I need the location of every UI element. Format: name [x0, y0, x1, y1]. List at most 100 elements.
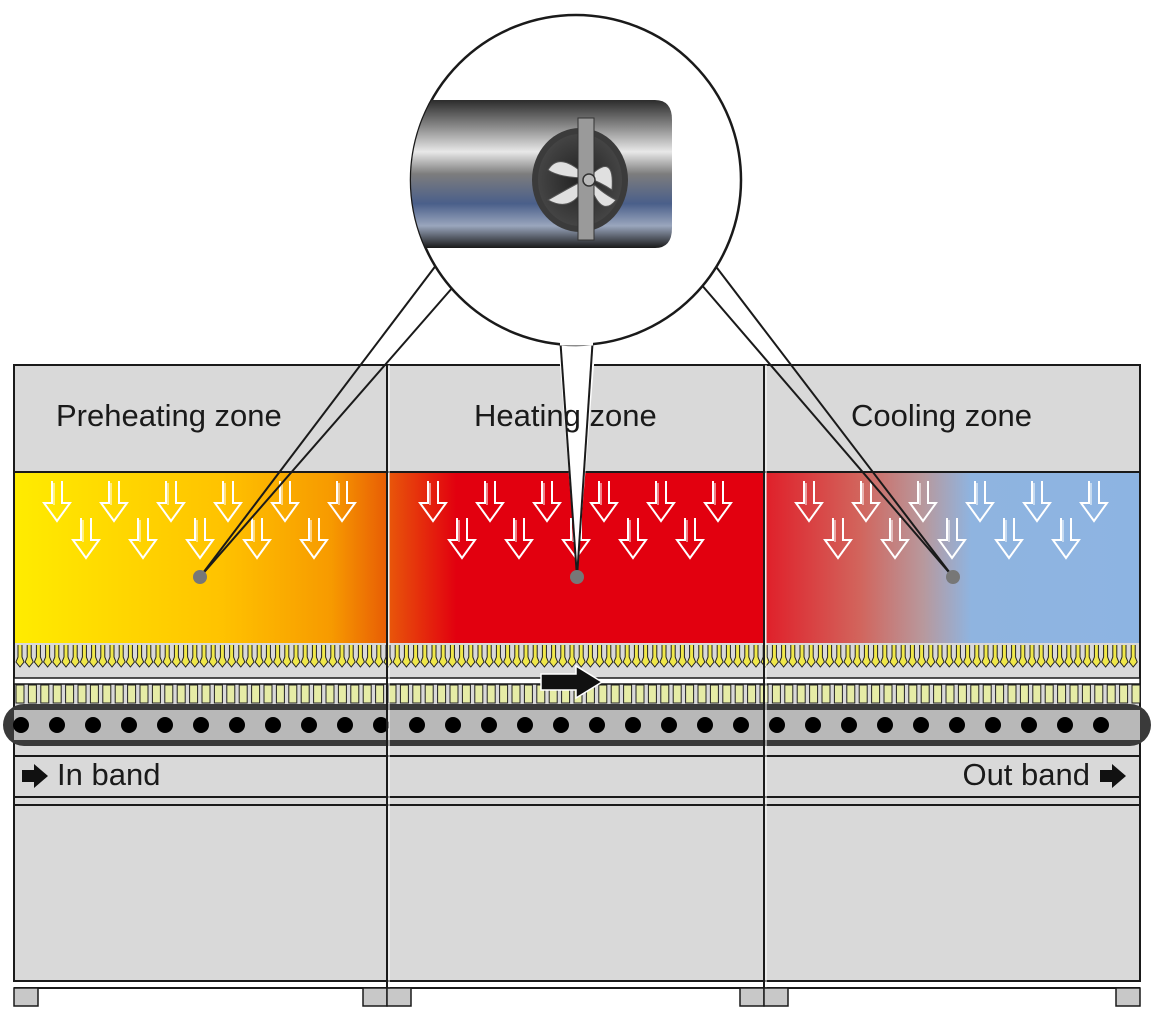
component-block — [771, 684, 781, 704]
component-block — [871, 684, 881, 704]
component-block — [1044, 684, 1054, 704]
component-block — [226, 684, 236, 704]
component-block — [437, 684, 447, 704]
conveyor-roller — [301, 717, 317, 733]
component-block — [65, 684, 75, 704]
component-block — [747, 684, 757, 704]
component-block — [337, 684, 347, 704]
conveyor-roller — [697, 717, 713, 733]
cooling-zone-label: Cooling zone — [851, 398, 1032, 433]
component-block — [970, 684, 980, 704]
nozzle-fan-photo — [411, 100, 672, 248]
component-block — [27, 684, 37, 704]
conveyor-roller — [445, 717, 461, 733]
component-block — [15, 684, 25, 704]
component-block — [685, 684, 695, 704]
component-block — [350, 684, 360, 704]
component-block — [499, 684, 509, 704]
preheat-sensor-dot — [193, 570, 207, 584]
transport-direction-arrow-icon — [540, 664, 604, 700]
cool-sensor-dot — [946, 570, 960, 584]
component-block — [201, 684, 211, 704]
component-block — [1081, 684, 1091, 704]
component-block — [189, 684, 199, 704]
component-block — [412, 684, 422, 704]
conveyor-roller — [409, 717, 425, 733]
component-block — [1032, 684, 1042, 704]
conveyor-roller — [589, 717, 605, 733]
conveyor-roller — [265, 717, 281, 733]
component-block — [288, 684, 298, 704]
component-block — [635, 684, 645, 704]
conveyor-rollers — [13, 717, 1109, 733]
conveyor-roller — [625, 717, 641, 733]
component-block — [375, 684, 385, 704]
component-block — [275, 684, 285, 704]
conveyor-roller — [985, 717, 1001, 733]
conveyor-roller — [517, 717, 533, 733]
component-block — [139, 684, 149, 704]
component-block — [982, 684, 992, 704]
component-block — [1094, 684, 1104, 704]
component-block — [883, 684, 893, 704]
component-block — [709, 684, 719, 704]
conveyor-roller — [913, 717, 929, 733]
component-block — [895, 684, 905, 704]
out-band-label: Out band — [962, 757, 1090, 792]
heat-sensor-dot — [570, 570, 584, 584]
component-block — [474, 684, 484, 704]
component-block — [52, 684, 62, 704]
component-block — [1019, 684, 1029, 704]
component-block — [672, 684, 682, 704]
component-block — [784, 684, 794, 704]
conveyor-roller — [661, 717, 677, 733]
conveyor-roller — [229, 717, 245, 733]
component-block — [251, 684, 261, 704]
component-block — [399, 684, 409, 704]
component-block — [734, 684, 744, 704]
component-block — [1069, 684, 1079, 704]
conveyor-roller — [949, 717, 965, 733]
conveyor-roller — [373, 717, 389, 733]
conveyor-roller — [193, 717, 209, 733]
conveyor-roller — [481, 717, 497, 733]
conveyor-roller — [841, 717, 857, 733]
component-block — [1057, 684, 1067, 704]
component-block — [176, 684, 186, 704]
component-block — [362, 684, 372, 704]
conveyor-roller — [769, 717, 785, 733]
component-block — [920, 684, 930, 704]
component-block — [263, 684, 273, 704]
component-block — [858, 684, 868, 704]
conveyor-roller — [733, 717, 749, 733]
conveyor-roller — [121, 717, 137, 733]
component-block — [933, 684, 943, 704]
component-block — [833, 684, 843, 704]
in-band-arrow-icon — [22, 764, 48, 788]
component-block — [238, 684, 248, 704]
component-block — [127, 684, 137, 704]
conveyor-roller — [85, 717, 101, 733]
conveyor-roller — [337, 717, 353, 733]
component-block — [511, 684, 521, 704]
conveyor-roller — [13, 717, 29, 733]
component-block — [213, 684, 223, 704]
component-block — [821, 684, 831, 704]
conveyor-roller — [553, 717, 569, 733]
component-block — [40, 684, 50, 704]
component-block — [114, 684, 124, 704]
component-block — [796, 684, 806, 704]
oven-feet — [13, 987, 1141, 1007]
component-block — [313, 684, 323, 704]
conveyor-roller — [1021, 717, 1037, 733]
component-block — [461, 684, 471, 704]
component-block — [697, 684, 707, 704]
component-block — [77, 684, 87, 704]
nozzle-callout — [199, 13, 954, 578]
component-block — [1007, 684, 1017, 704]
conveyor-roller — [1093, 717, 1109, 733]
conveyor-roller — [49, 717, 65, 733]
component-block — [995, 684, 1005, 704]
component-block — [523, 684, 533, 704]
component-block — [647, 684, 657, 704]
